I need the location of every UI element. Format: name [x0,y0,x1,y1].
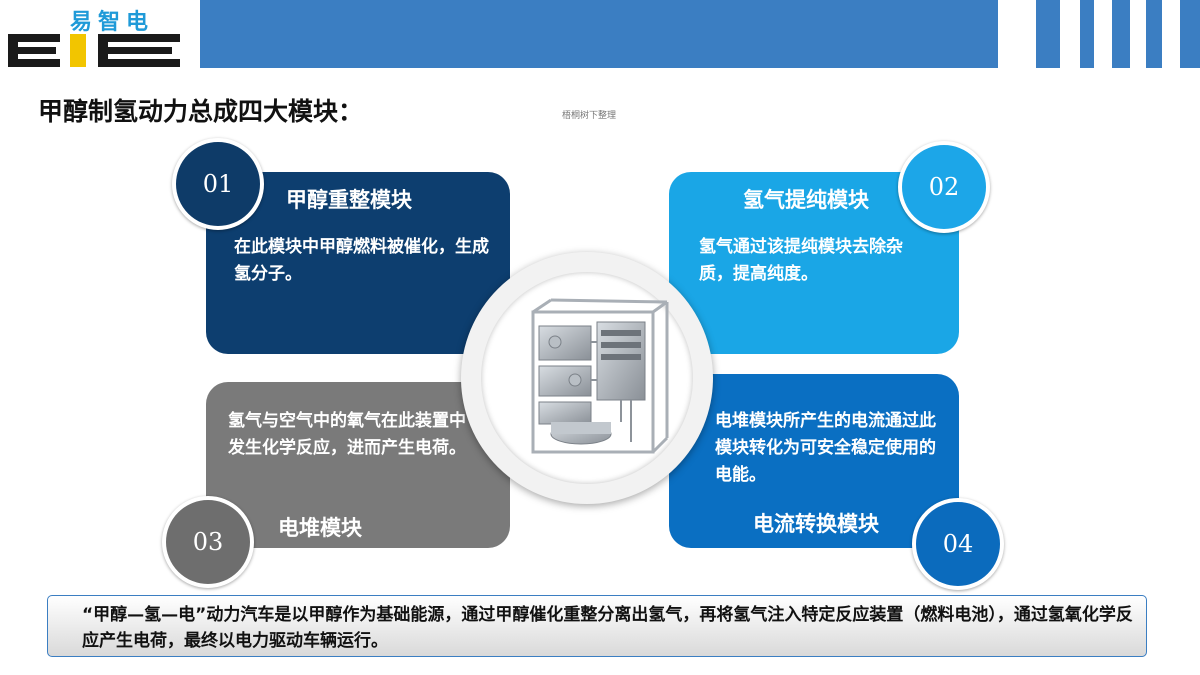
header-stripe [1080,0,1094,68]
watermark: 梧桐树下整理 [562,111,617,121]
module-title: 电堆模块 [278,516,362,540]
header-bar [200,0,998,68]
logo-mark [8,34,180,67]
header-stripe [1036,0,1060,68]
module-text: 电堆模块所产生的电流通过此模块转化为可安全稳定使用的电能。 [715,411,936,485]
page-title: 甲醇制氢动力总成四大模块： [38,97,364,126]
summary-text: “甲醇—氢—电”动力汽车是以甲醇作为基础能源，通过甲醇催化重整分离出氢气，再将氢… [82,605,1133,651]
module-number-badge: 04 [912,498,1004,590]
header-stripe [1180,0,1200,68]
fuel-cell-system-icon [531,298,669,454]
summary-box: “甲醇—氢—电”动力汽车是以甲醇作为基础能源，通过甲醇催化重整分离出氢气，再将氢… [47,595,1147,657]
company-logo: 易智电 [0,0,190,72]
header-stripe [1146,0,1162,68]
module-text: 在此模块中甲醇燃料被催化，生成氢分子。 [234,237,489,284]
center-image-frame [481,272,693,484]
logo-chinese-text: 易智电 [70,10,155,35]
module-number-badge: 03 [162,496,254,588]
module-text: 氢气通过该提纯模块去除杂质，提高纯度。 [699,237,903,284]
module-card-conversion: 电堆模块所产生的电流通过此模块转化为可安全稳定使用的电能。 电流转换模块 [669,374,959,548]
center-ring [461,252,713,504]
module-title: 氢气提纯模块 [743,188,869,212]
module-text: 氢气与空气中的氧气在此装置中发生化学反应，进而产生电荷。 [228,411,466,458]
header-stripe [1112,0,1130,68]
module-title: 甲醇重整模块 [286,188,412,212]
module-number-badge: 01 [172,138,264,230]
module-number-badge: 02 [898,141,990,233]
module-title: 电流转换模块 [753,512,879,536]
module-card-stack: 氢气与空气中的氧气在此装置中发生化学反应，进而产生电荷。 电堆模块 [206,382,510,548]
